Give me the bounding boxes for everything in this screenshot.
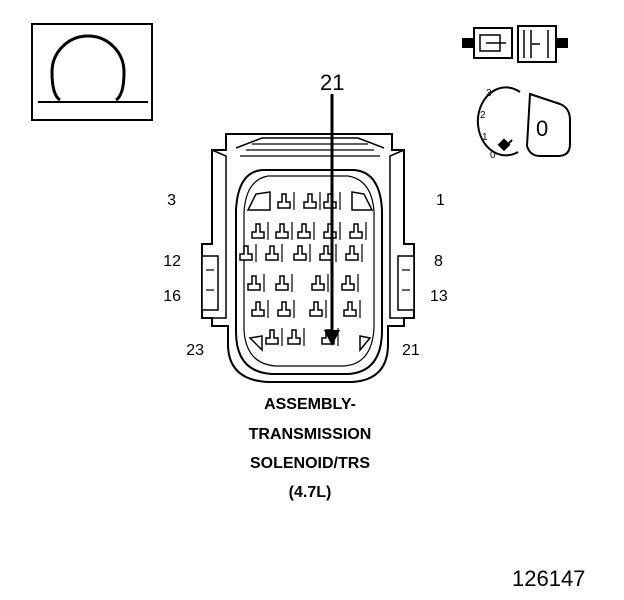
- terminal-cavity: [277, 193, 291, 209]
- caption-line-2: TRANSMISSION: [248, 426, 372, 443]
- key-position-1: 1: [482, 132, 488, 143]
- pin-label-8: 8: [434, 253, 443, 270]
- terminal-cavity: [251, 301, 265, 317]
- terminal-cavity: [251, 223, 265, 239]
- terminal-cavity: [287, 329, 301, 345]
- callout-pin-number: 21: [320, 70, 345, 95]
- figure-number: 126147: [512, 566, 586, 591]
- caption-line-4: (4.7L): [288, 484, 332, 501]
- pin-label-21: 21: [402, 342, 420, 359]
- caption-line-3: SOLENOID/TRS: [249, 455, 370, 472]
- caption-line-1: ASSEMBLY-: [264, 396, 356, 413]
- terminal-cavity: [309, 301, 323, 317]
- key-position-2: 2: [480, 110, 486, 121]
- terminal-cavity: [265, 329, 279, 345]
- pin-label-1: 1: [436, 192, 445, 209]
- key-face-label: 0: [536, 116, 549, 141]
- ignition-key-off-icon: [476, 86, 571, 157]
- terminal-cavity: [341, 275, 355, 291]
- connector-disconnected-icon: [462, 25, 568, 63]
- terminal-cavity: [311, 275, 325, 291]
- pin-21-callout-arrow: [324, 94, 340, 346]
- terminal-cavities: [239, 192, 367, 346]
- pin-label-16: 16: [163, 288, 181, 305]
- key-position-3: 3: [486, 88, 492, 99]
- terminal-cavity: [275, 275, 289, 291]
- ohmmeter-icon: [31, 23, 153, 121]
- pin-label-3: 3: [167, 192, 176, 209]
- terminal-cavity: [247, 275, 261, 291]
- terminal-cavity: [265, 245, 279, 261]
- pin-label-12: 12: [163, 253, 181, 270]
- terminal-cavity: [349, 223, 363, 239]
- terminal-cavity: [275, 223, 289, 239]
- terminal-cavity: [345, 245, 359, 261]
- terminal-cavity: [303, 193, 317, 209]
- terminal-cavity: [293, 245, 307, 261]
- key-position-0: 0: [490, 150, 496, 161]
- pin-label-23: 23: [186, 342, 204, 359]
- connector-housing: [201, 133, 415, 383]
- terminal-cavity: [343, 301, 357, 317]
- terminal-cavity: [297, 223, 311, 239]
- pin-label-13: 13: [430, 288, 448, 305]
- terminal-cavity: [239, 245, 253, 261]
- terminal-cavity: [277, 301, 291, 317]
